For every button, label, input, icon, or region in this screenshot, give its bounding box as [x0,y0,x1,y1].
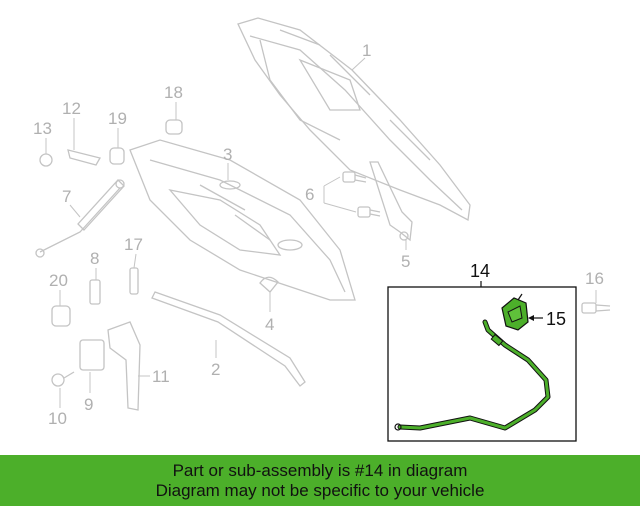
part-13-fastener [39,153,53,167]
part-9-bracket [79,339,105,371]
callout-20: 20 [49,271,68,290]
callout-10: 10 [48,409,67,428]
callout-9: 9 [84,395,93,414]
part-10-bolt [51,373,65,387]
small-parts [39,119,611,411]
callout-16: 16 [585,269,604,288]
part-16-bolt [581,302,597,314]
callout-5: 5 [401,252,410,271]
banner-line-1: Part or sub-assembly is #14 in diagram [172,461,468,480]
callout-3: 3 [223,145,232,164]
part-17-pin [129,267,139,295]
callout-6: 6 [305,185,314,204]
callout-15: 15 [546,309,566,329]
parts-diagram: 1 2 3 4 5 6 7 8 9 10 11 12 13 16 17 18 1… [33,17,611,442]
hood-strut [35,179,125,258]
callout-14: 14 [470,261,490,281]
leader-lines [45,57,597,408]
part-8-pin [89,279,101,305]
callout-19: 19 [108,109,127,128]
callout-1: 1 [362,41,371,60]
part-11-support [107,321,141,411]
release-handle[interactable] [501,293,529,331]
callout-17: 17 [124,235,143,254]
info-banner: Part or sub-assembly is #14 in diagram D… [0,455,640,506]
part-20-clip [51,305,71,327]
callout-12: 12 [62,99,81,118]
callout-4: 4 [265,315,274,334]
highlight-box [387,286,577,442]
callout-8: 8 [90,249,99,268]
callout-13: 13 [33,119,52,138]
release-cable[interactable] [394,319,551,431]
hinge-bolts [342,171,381,218]
hood-weatherstrip [151,291,306,387]
part-12-latch [67,149,101,166]
banner-line-2: Diagram may not be specific to your vehi… [155,481,485,500]
hood-hinge [369,161,413,242]
part-19-bumper [109,147,125,165]
callout-2: 2 [211,360,220,379]
callout-11: 11 [152,367,170,386]
hood-outer-panel [237,17,471,222]
part-18-bumper [165,119,183,135]
hood-inner-panel [129,139,356,301]
callout-7: 7 [62,187,71,206]
callout-15-arrowhead [528,315,534,321]
callout-18: 18 [164,83,183,102]
hood-bumper [259,276,279,293]
